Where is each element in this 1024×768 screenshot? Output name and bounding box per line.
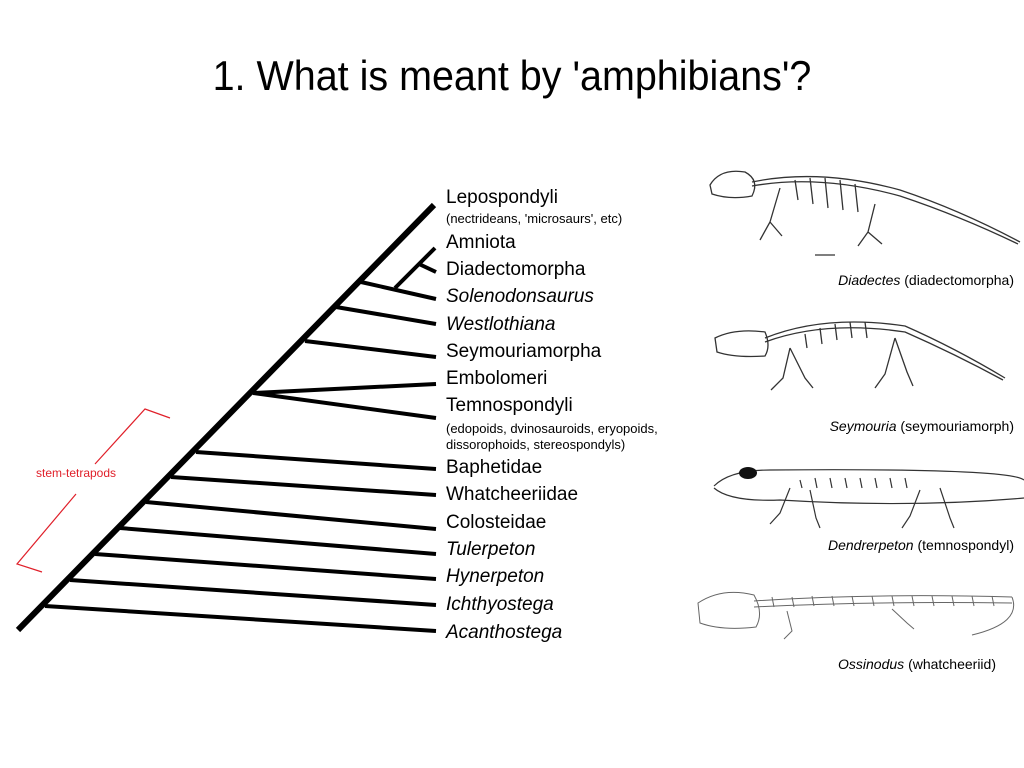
taxon-temnospondyli: Temnospondyli xyxy=(446,395,573,416)
diadectes-genus: Diadectes xyxy=(838,272,901,288)
dendrerpeton-group: (temnospondyl) xyxy=(917,537,1015,553)
ossinodus-group: (whatcheeriid) xyxy=(908,656,996,672)
seymouria-group: (seymouriamorph) xyxy=(900,418,1014,434)
diadectes-group: (diadectomorpha) xyxy=(904,272,1014,288)
diadectes-caption: Diadectes (diadectomorpha) xyxy=(790,272,1014,288)
taxon-embolomeri: Embolomeri xyxy=(446,368,548,389)
seymouria-caption: Seymouria (seymouriamorph) xyxy=(780,418,1014,434)
slide-title: 1. What is meant by 'amphibians'? xyxy=(212,52,812,99)
seymouria-skeleton-illustration xyxy=(714,321,1006,391)
taxon-baphetidae: Baphetidae xyxy=(446,457,543,478)
dendrerpeton-genus: Dendrerpeton xyxy=(827,537,914,553)
ossinodus-genus: Ossinodus xyxy=(838,656,905,672)
taxon-hynerpeton: Hynerpeton xyxy=(446,566,545,587)
dendrerpeton-caption: Dendrerpeton (temnospondyl) xyxy=(780,537,1014,553)
ossinodus-caption: Ossinodus (whatcheeriid) xyxy=(780,656,996,672)
taxon-temnospondyli-note-2: dissorophoids, stereospondyls) xyxy=(446,437,626,452)
stem-tetrapods-bracket xyxy=(15,408,171,573)
taxon-tulerpeton: Tulerpeton xyxy=(446,539,536,560)
taxon-diadectomorpha: Diadectomorpha xyxy=(446,259,586,280)
taxon-westlothiana: Westlothiana xyxy=(446,314,556,335)
taxon-colosteidae: Colosteidae xyxy=(446,512,547,533)
taxon-lepospondyli: Lepospondyli xyxy=(446,187,558,208)
trunk-line xyxy=(15,202,437,633)
taxon-whatcheeriidae: Whatcheeriidae xyxy=(446,484,579,505)
taxon-solenodonsaurus: Solenodonsaurus xyxy=(446,286,594,307)
taxon-ichthyostega: Ichthyostega xyxy=(446,594,554,615)
taxon-lepospondyli-note: (nectrideans, 'microsaurs', etc) xyxy=(446,211,623,226)
taxon-temnospondyli-note-1: (edopoids, dvinosauroids, eryopoids, xyxy=(446,421,658,436)
diadectes-skeleton-illustration xyxy=(709,170,1021,256)
taxon-seymouriamorpha: Seymouriamorpha xyxy=(446,341,602,362)
dendrerpeton-skeleton-illustration xyxy=(713,467,1024,529)
ossinodus-skeleton-illustration xyxy=(697,591,1014,640)
stem-tetrapods-label: stem-tetrapods xyxy=(36,466,117,480)
taxon-acanthostega: Acanthostega xyxy=(446,622,563,643)
seymouria-genus: Seymouria xyxy=(829,418,897,434)
taxon-amniota: Amniota xyxy=(446,232,516,253)
